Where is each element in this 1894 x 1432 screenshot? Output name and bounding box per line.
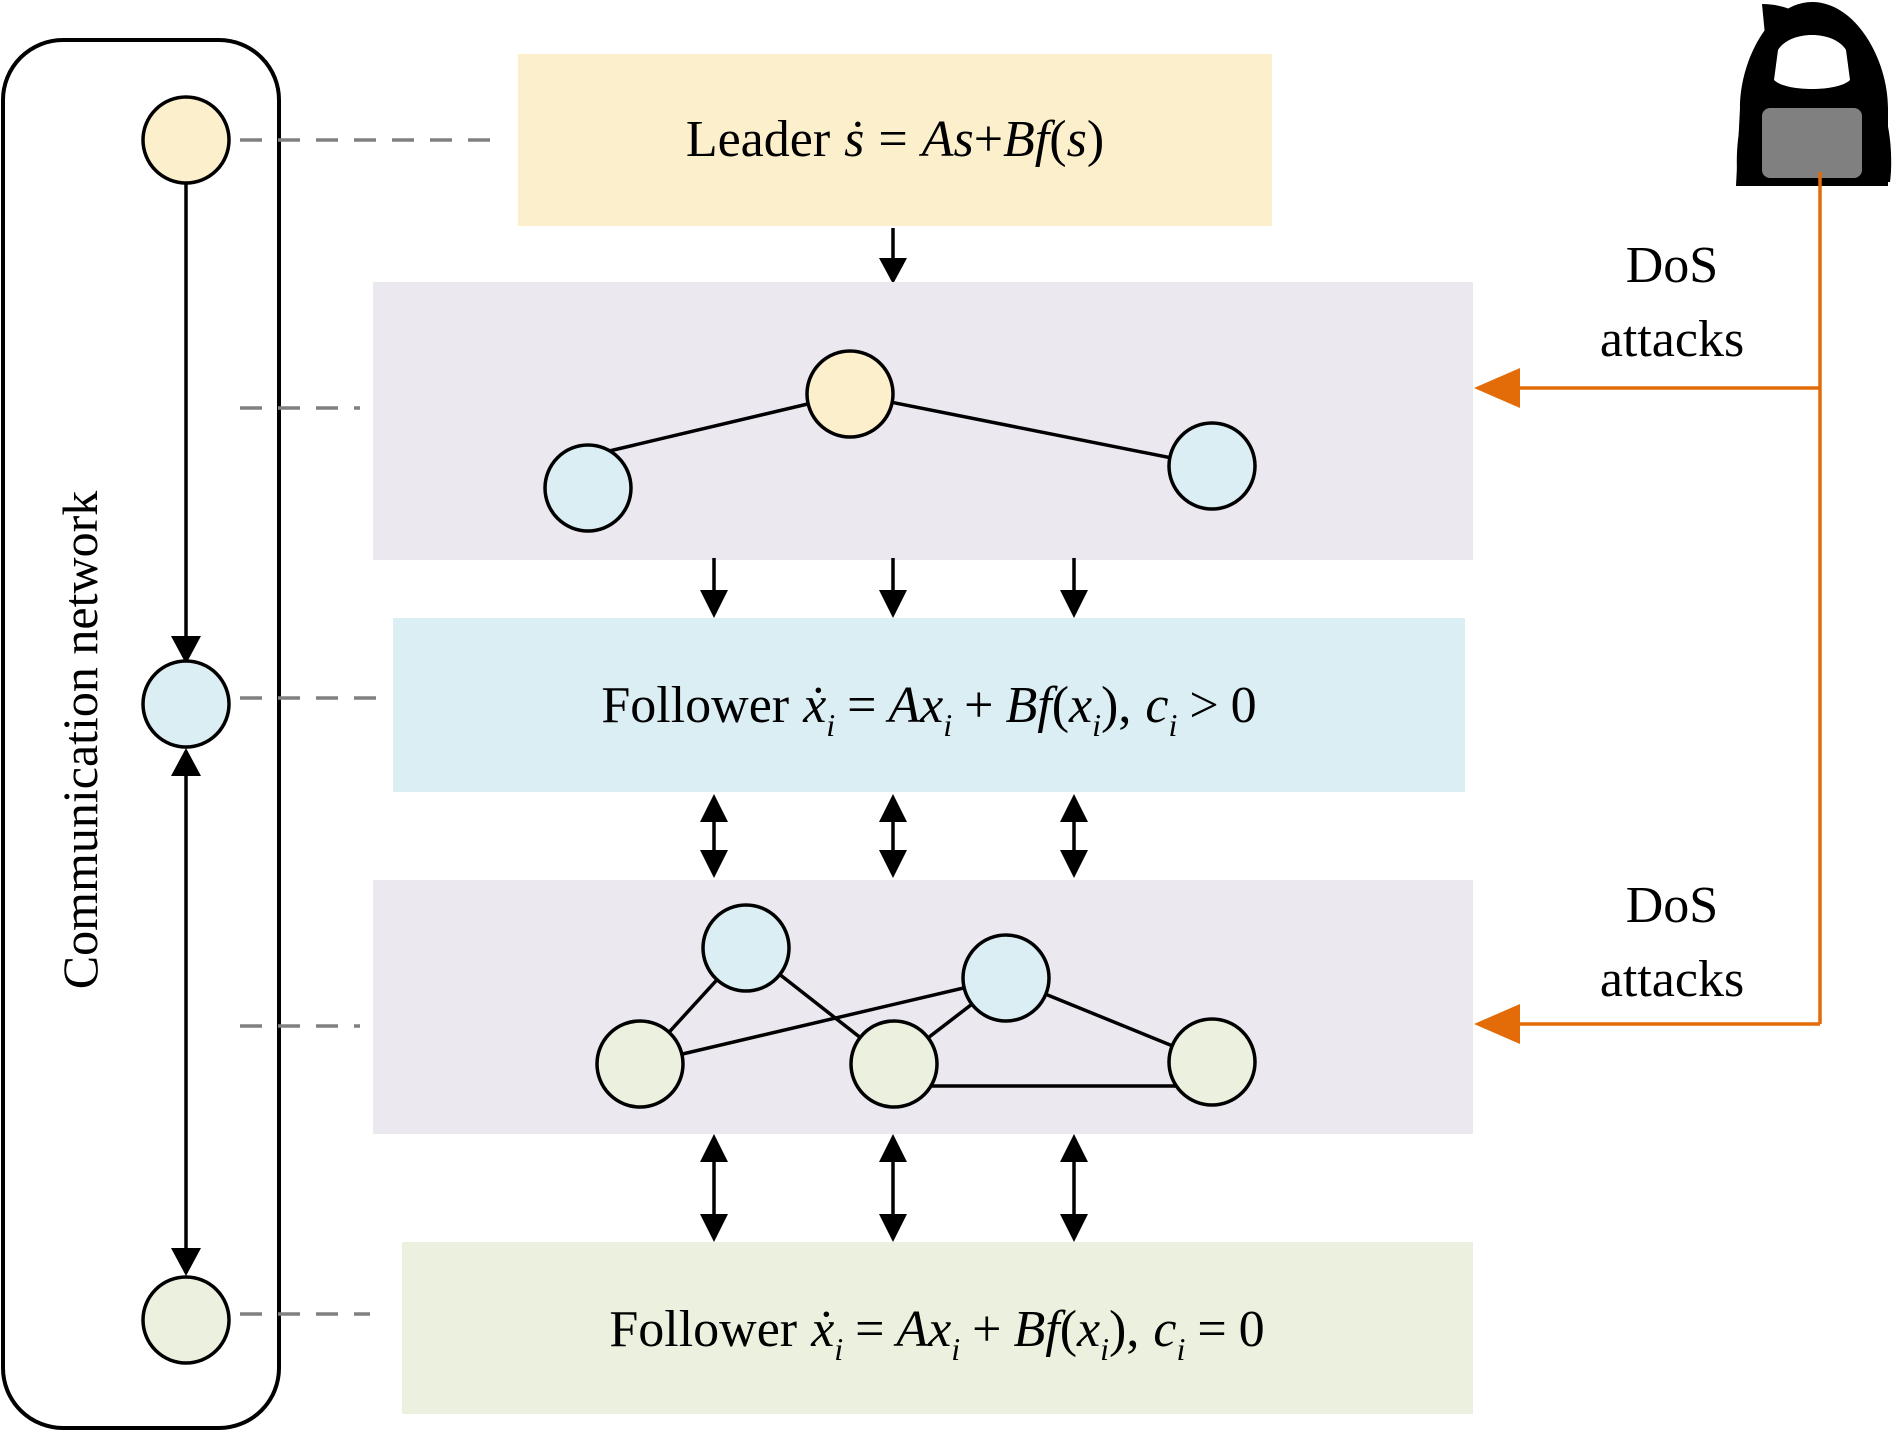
graph-1-follower-node-right [1167,421,1257,511]
graph-2-green-node-1 [595,1019,685,1109]
double-arrows-graph2-follower2 [700,1134,1088,1242]
follower-box-ci-positive [393,618,1465,792]
double-arrows-follower1-graph2 [700,794,1088,878]
graph-2-blue-node-1 [701,903,791,993]
dos-attack-label-2-line2: attacks [1600,951,1744,1008]
graph-1-edges [587,392,1213,468]
communication-network-frame [1,38,281,1430]
graph-panel-1 [373,282,1473,560]
graph-2-green-node-3 [1167,1017,1257,1107]
dos-attack-label-1-line2: attacks [1600,311,1744,368]
graph-1-leader-node [805,349,895,439]
arrows-graph1-to-follower1 [700,558,1088,618]
attack-arrowhead-1 [1474,368,1520,408]
network-node-follower-green [141,1275,231,1365]
attack-arrowhead-2 [1474,1004,1520,1044]
graph-1-follower-node-left [543,443,633,533]
network-node-leader [141,95,231,185]
graph-2-green-node-2 [849,1019,939,1109]
attack-lines [1512,172,1822,1026]
dos-attack-label-2-line1: DoS [1626,877,1718,934]
network-arrowhead-up [171,748,201,776]
network-arrowhead-down [171,636,201,664]
leader-box [518,54,1272,226]
dashed-connectors [240,138,500,1316]
graph-2-blue-node-2 [961,933,1051,1023]
network-arrowhead-down-2 [171,1248,201,1276]
network-node-follower-blue [141,659,231,749]
dos-attack-label-1-line1: DoS [1626,237,1718,294]
hacker-icon [1736,2,1892,186]
follower-box-ci-zero [402,1242,1473,1414]
communication-network-label: Communication network [52,491,108,990]
arrowhead-leader-to-graph [879,258,907,284]
